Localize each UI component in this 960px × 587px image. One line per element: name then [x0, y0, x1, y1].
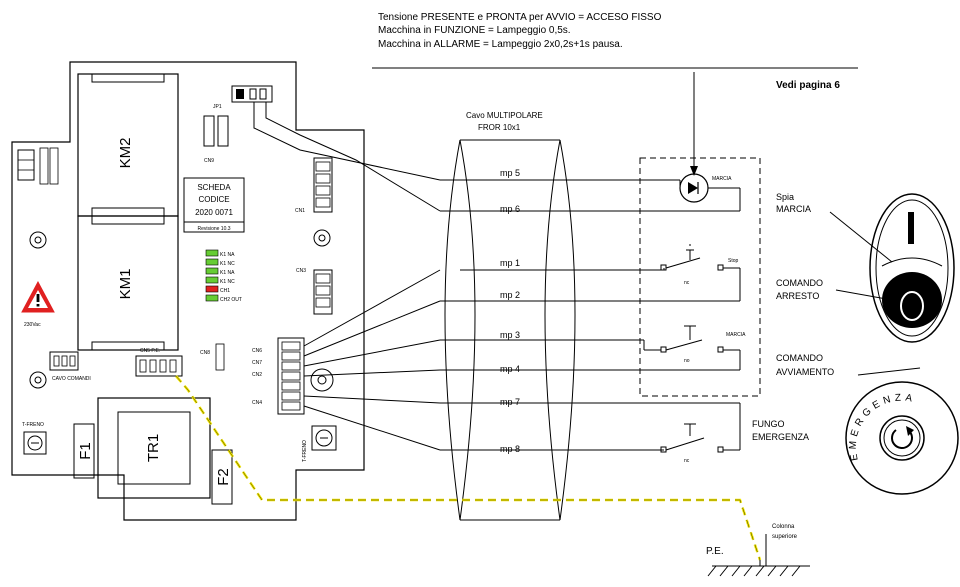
- wires-cable-to-panel: [440, 179, 740, 451]
- connector-cn8: CN8: [200, 343, 225, 371]
- component-vertical-top: CN9: [203, 115, 229, 164]
- led-label-1: K1 NA: [220, 252, 235, 258]
- led-label-5: CH1: [220, 288, 230, 294]
- info-line-3: 2020 0071: [195, 208, 233, 217]
- cn3-label: CN3: [296, 268, 306, 274]
- stop-tag: Stop: [728, 258, 739, 264]
- cn9-label: CN9: [204, 158, 214, 164]
- led-label-3: K1 NA: [220, 270, 235, 276]
- cn4-label: CN4: [252, 400, 262, 406]
- board-info-box: SCHEDA CODICE 2020 0071 Revisione 10.3: [183, 177, 245, 233]
- led-indicators: K1 NA K1 NC K1 NA K1 NC CH1 CH2 OUT: [205, 249, 242, 303]
- transformer-label: TR1: [145, 434, 162, 462]
- terminal-block: CN6 CN7 CN2 CN4: [252, 337, 305, 415]
- superiore-label: superiore: [772, 534, 798, 540]
- control-box-outline: [639, 157, 761, 397]
- stop-contact: nc: [684, 280, 690, 286]
- pcb-board: [11, 61, 365, 521]
- cn6-label: CN6: [252, 348, 262, 354]
- pe-label: P.E.: [706, 546, 724, 557]
- cable-label-1: Cavo MULTIPOLARE: [466, 111, 543, 120]
- dip-switch-left: [17, 147, 59, 185]
- colonna-label: Colonna: [772, 524, 795, 530]
- panel-descriptions: Spia MARCIA COMANDO ARRESTO COMANDO AVVI…: [752, 192, 834, 442]
- connector-top: JP1: [213, 85, 273, 110]
- transformer-tr1: TR1: [97, 397, 211, 499]
- trimmer-left: T-FRENO: [22, 422, 47, 455]
- wires-board-to-cable: [253, 102, 441, 451]
- led-label-6: CH2 OUT: [220, 297, 242, 303]
- wire-label-mp2: mp 2: [500, 290, 520, 300]
- led-label-4: K1 NC: [220, 279, 235, 285]
- fuse-f1: F1: [73, 423, 95, 479]
- emergency-mushroom-illustration: EMERGENZA: [845, 381, 959, 495]
- stop-switch: [660, 244, 741, 301]
- emerg-desc-1: FUNGO: [752, 419, 785, 429]
- cable-wire-labels: mp 5 mp 6 mp 1 mp 2 mp 3 mp 4 mp 7 mp 8: [500, 168, 520, 454]
- info-line-4: Revisione 10.3: [197, 226, 230, 232]
- start-switch: [643, 325, 741, 370]
- lamp-tag: MARCIA: [712, 176, 732, 182]
- fuse-f1-label: F1: [77, 442, 94, 460]
- info-line-1: SCHEDA: [197, 183, 231, 192]
- wire-label-mp3: mp 3: [500, 330, 520, 340]
- note-line-1: Tensione PRESENTE e PRONTA per AVVIO = A…: [378, 12, 662, 23]
- connector-cn3: CN3: [296, 268, 333, 315]
- wire-label-mp6: mp 6: [500, 204, 520, 214]
- stop-desc-2: ARRESTO: [776, 291, 819, 301]
- jumper-label: JP1: [213, 104, 222, 110]
- emerg-desc-2: EMERGENZA: [752, 432, 809, 442]
- page-reference: Vedi pagina 6: [776, 80, 840, 91]
- cn7-label: CN7: [252, 360, 262, 366]
- lamp-desc-2: MARCIA: [776, 204, 811, 214]
- emergency-switch: [660, 403, 741, 453]
- fuse-f2-label: F2: [215, 468, 232, 486]
- warning-voltage: 230Vac: [24, 322, 41, 328]
- relay-km2: KM2: [77, 73, 179, 217]
- notes-block: Tensione PRESENTE e PRONTA per AVVIO = A…: [372, 12, 858, 91]
- start-desc-1: COMANDO: [776, 353, 823, 363]
- pe-wire: [175, 375, 762, 561]
- relay-km1: KM1: [77, 215, 179, 351]
- start-tag: MARCIA: [726, 332, 746, 338]
- lamp-desc-1: Spia: [776, 192, 794, 202]
- trimmer-right-label: T-FRENO: [302, 440, 308, 462]
- relay-km1-label: KM1: [117, 269, 134, 300]
- connector-pe-label: CN5 P.E.: [140, 348, 160, 354]
- note-line-2: Macchina in FUNZIONE = Lampeggio 0,5s.: [378, 25, 571, 36]
- cable-label-2: FROR 10x1: [478, 123, 521, 132]
- fuse-f2: F2: [211, 449, 233, 505]
- ground-symbol: [707, 534, 810, 577]
- start-desc-2: AVVIAMENTO: [776, 367, 834, 377]
- cn2-label: CN2: [252, 372, 262, 378]
- start-contact: no: [684, 358, 690, 364]
- led-label-2: K1 NC: [220, 261, 235, 267]
- connector-cn5: CAVO COMANDI: [49, 351, 91, 382]
- cn5-caption: CAVO COMANDI: [52, 376, 91, 382]
- mount-holes: [29, 229, 334, 392]
- note-line-3: Macchina in ALLARME = Lampeggio 2x0,2s+1…: [378, 39, 623, 50]
- trimmer-left-label: T-FRENO: [22, 422, 44, 428]
- trimmer-right: T-FRENO: [302, 425, 337, 462]
- emergency-contact: nc: [684, 458, 690, 464]
- wire-label-mp1: mp 1: [500, 258, 520, 268]
- relay-km2-label: KM2: [117, 138, 134, 169]
- wire-label-mp7: mp 7: [500, 397, 520, 407]
- pushbutton-illustration: [869, 193, 955, 343]
- cn1-label: CN1: [295, 208, 305, 214]
- indicator-lamp: MARCIA: [679, 72, 741, 212]
- connector-pe: CN5 P.E.: [135, 348, 183, 377]
- cn8-label: CN8: [200, 350, 210, 356]
- connector-cn1: CN1: [295, 157, 333, 214]
- info-line-2: CODICE: [198, 195, 229, 204]
- multipolar-cable: Cavo MULTIPOLARE FROR 10x1: [444, 111, 576, 521]
- wire-label-mp5: mp 5: [500, 168, 520, 178]
- stop-desc-1: COMANDO: [776, 278, 823, 288]
- warning-sign: 230Vac: [21, 280, 55, 328]
- wire-label-mp4: mp 4: [500, 364, 520, 374]
- wire-label-mp8: mp 8: [500, 444, 520, 454]
